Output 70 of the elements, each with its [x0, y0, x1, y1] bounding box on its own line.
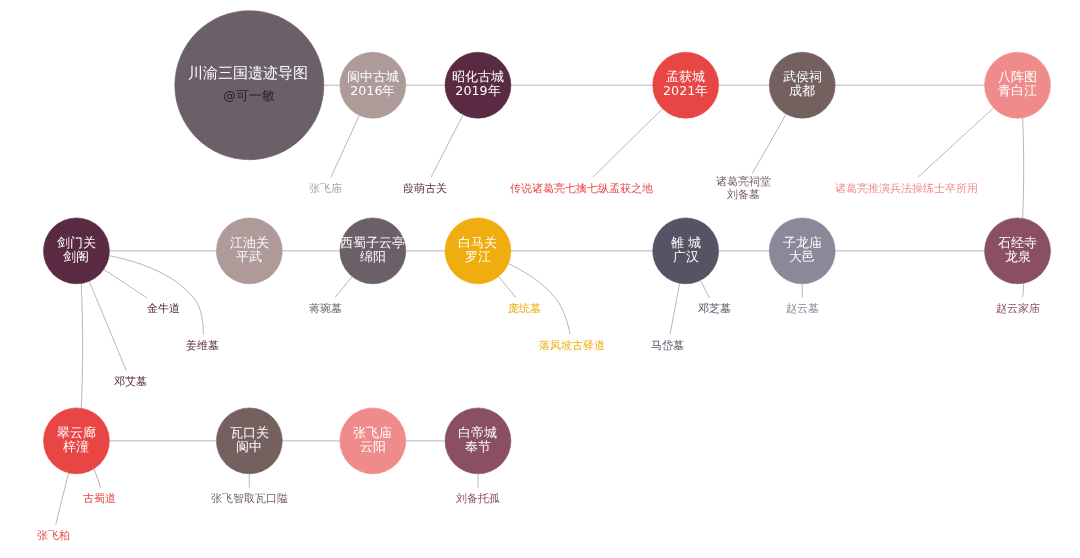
node-text: 庞统墓 — [507, 300, 541, 315]
node-circle: 瓦口关 阆中 — [215, 407, 283, 475]
connector — [88, 280, 127, 372]
connector — [103, 269, 147, 299]
connector — [510, 84, 653, 86]
node-circle: 孟获城 2021年 — [651, 51, 719, 119]
node-text: 落凤坡古驿道 — [538, 337, 605, 352]
connector — [917, 107, 994, 178]
connector — [80, 283, 83, 409]
connector — [510, 250, 653, 252]
connector — [323, 84, 340, 86]
connector — [834, 84, 985, 86]
node-circle: 翠云廊 梓潼 — [42, 407, 110, 475]
connector — [108, 440, 217, 442]
connector — [330, 115, 360, 178]
node-text: 张飞智取瓦口隘 — [210, 490, 288, 505]
node-text: 传说诸葛亮七擒七纵孟获之地 — [509, 180, 653, 195]
connector — [834, 250, 985, 252]
connector — [507, 263, 570, 335]
node-text: 刘备托孤 — [455, 490, 500, 505]
connector — [405, 440, 445, 442]
connector — [405, 250, 445, 252]
connector — [405, 84, 445, 86]
node-circle: 子龙庙 大邑 — [768, 217, 835, 285]
connector — [751, 113, 786, 174]
connector — [54, 472, 69, 525]
connector — [801, 283, 803, 298]
connector — [717, 250, 770, 252]
node-circle: 剑门关 剑阁 — [42, 217, 110, 285]
node-text: 金牛道 — [146, 300, 180, 315]
node-text: 诸葛亮祠堂 刘备墓 — [715, 174, 771, 201]
connector — [430, 114, 463, 178]
connector — [92, 468, 101, 488]
node-circle: 白马关 罗江 — [444, 217, 511, 285]
node-text: 诸葛亮推演兵法操练士卒所用 — [834, 180, 978, 195]
connector — [108, 250, 217, 252]
connector — [699, 279, 710, 299]
node-circle: 石经寺 龙泉 — [983, 217, 1051, 285]
node-text: 马岱墓 — [650, 337, 684, 352]
connector — [477, 473, 478, 488]
connector — [108, 255, 204, 335]
node-text: 邓艾墓 — [113, 374, 147, 389]
connector — [281, 250, 340, 252]
node-text: 古蜀道 — [82, 490, 116, 505]
node-text: 赵云家庙 — [995, 300, 1040, 315]
connector — [248, 473, 250, 488]
connector — [334, 276, 352, 298]
node-circle: 昭化古城 2019年 — [444, 51, 511, 119]
node-circle: 八阵图 青白江 — [983, 51, 1051, 119]
node-circle: 阆中古城 2016年 — [339, 51, 406, 119]
node-text: 张飞柏 — [36, 527, 70, 542]
node-circle: 西蜀子云亭 绵阳 — [339, 217, 406, 285]
node-text: 葭萌古关 — [402, 180, 447, 195]
node-circle: 江油关 平武 — [215, 217, 283, 285]
node-circle: 白帝城 奉节 — [444, 407, 511, 475]
node-text: 蒋琬墓 — [308, 300, 342, 315]
node-text: 姜维墓 — [185, 337, 219, 352]
node-circle: 武侯祠 成都 — [768, 51, 835, 119]
node-text: 邓芝墓 — [697, 300, 731, 315]
connector — [669, 283, 680, 335]
node-text: 张飞庙 — [308, 180, 342, 195]
node-text: 赵云墓 — [785, 300, 819, 315]
connector — [717, 84, 770, 86]
connector — [281, 440, 340, 442]
connector — [1021, 282, 1024, 298]
node-circle: 张飞庙 云阳 — [339, 407, 406, 475]
node-circle: 雒 城 广汉 — [651, 217, 719, 285]
connector — [592, 108, 663, 178]
connector — [497, 276, 516, 298]
connector — [1021, 117, 1024, 219]
